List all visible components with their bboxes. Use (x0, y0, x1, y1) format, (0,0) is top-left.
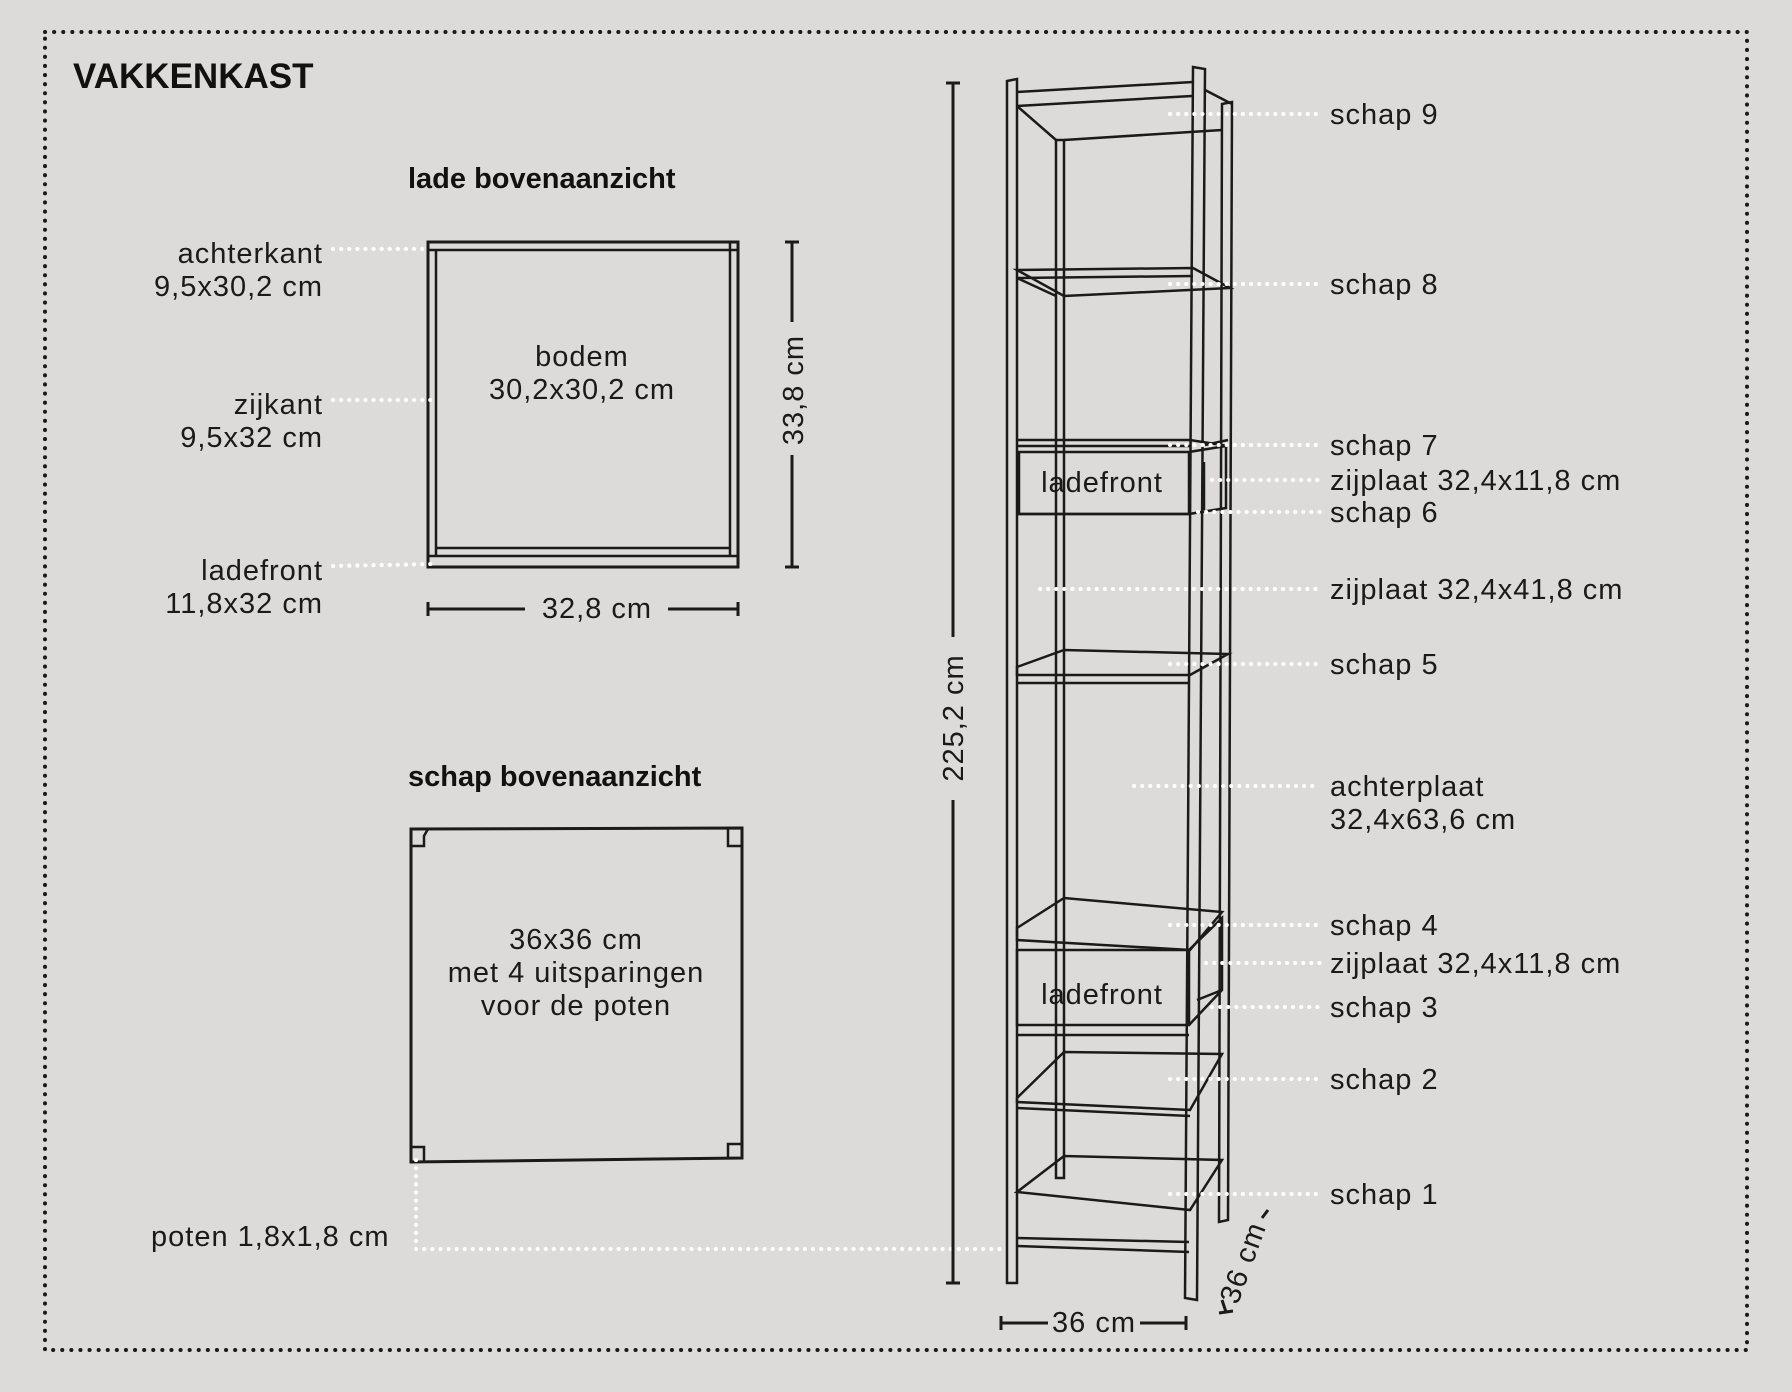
callout-schap-9: schap 9 (1330, 99, 1439, 131)
callout-schap-5: schap 5 (1330, 649, 1439, 681)
callout-schap-4: schap 4 (1330, 910, 1439, 942)
cabinet-drawing (1005, 65, 1235, 1302)
zijkant-name: zijkant (234, 389, 323, 421)
callout-schap-6: schap 6 (1330, 497, 1439, 529)
callout-zijplaat-upper: zijplaat 32,4x11,8 cm (1330, 465, 1621, 497)
drawer-bottom-label: bodem (535, 341, 629, 373)
legs-leader (414, 1158, 1004, 1251)
callout-schap-3: schap 3 (1330, 992, 1439, 1024)
callout-zijplaat-lower: zijplaat 32,4x11,8 cm (1330, 948, 1621, 980)
callout-achterplaat-size: 32,4x63,6 cm (1330, 804, 1516, 836)
cabinet-depth-label: 36 cm (1214, 1218, 1273, 1308)
achterkant-size: 9,5x30,2 cm (154, 271, 323, 303)
shelf-size-line1: 36x36 cm (509, 924, 643, 956)
shelf-size-line3: voor de poten (481, 990, 671, 1022)
shelf-view-heading: schap bovenaanzicht (408, 761, 702, 793)
drawer-view-heading: lade bovenaanzicht (408, 163, 676, 195)
zijkant-size: 9,5x32 cm (180, 422, 323, 454)
cabinet-height-dimension (946, 81, 960, 1285)
callout-achterplaat-name: achterplaat (1330, 771, 1485, 803)
ladefront-size: 11,8x32 cm (165, 588, 323, 620)
callout-schap-8: schap 8 (1330, 269, 1439, 301)
dotted-border (43, 30, 1749, 1352)
drawer-front-upper-label: ladefront (1041, 467, 1163, 499)
legs-label: poten 1,8x1,8 cm (151, 1221, 389, 1253)
callout-schap-2: schap 2 (1330, 1064, 1439, 1096)
callout-schap-7: schap 7 (1330, 430, 1439, 462)
cabinet-height-label: 225,2 cm (938, 654, 970, 781)
callout-schap-1: schap 1 (1330, 1179, 1439, 1211)
drawer-top-view (426, 240, 740, 569)
drawer-width-label: 32,8 cm (542, 593, 652, 625)
cabinet-depth-dimension (1218, 1209, 1270, 1315)
cabinet-width-dimension (999, 1316, 1188, 1330)
drawer-width-dimension (426, 602, 740, 616)
drawer-bottom-size: 30,2x30,2 cm (489, 374, 675, 406)
achterkant-name: achterkant (178, 238, 323, 270)
shelf-top-view (409, 826, 744, 1164)
ladefront-name: ladefront (201, 555, 323, 587)
callout-zijplaat-mid: zijplaat 32,4x41,8 cm (1330, 574, 1623, 606)
diagram-title: VAKKENKAST (73, 57, 313, 96)
ladefront-leader (331, 562, 434, 568)
drawer-front-lower-label: ladefront (1041, 979, 1163, 1011)
drawer-depth-dimension (785, 240, 799, 569)
shelf-size-line2: met 4 uitsparingen (448, 957, 705, 989)
cabinet-width-label: 36 cm (1052, 1307, 1136, 1339)
drawer-depth-label: 33,8 cm (778, 335, 810, 445)
